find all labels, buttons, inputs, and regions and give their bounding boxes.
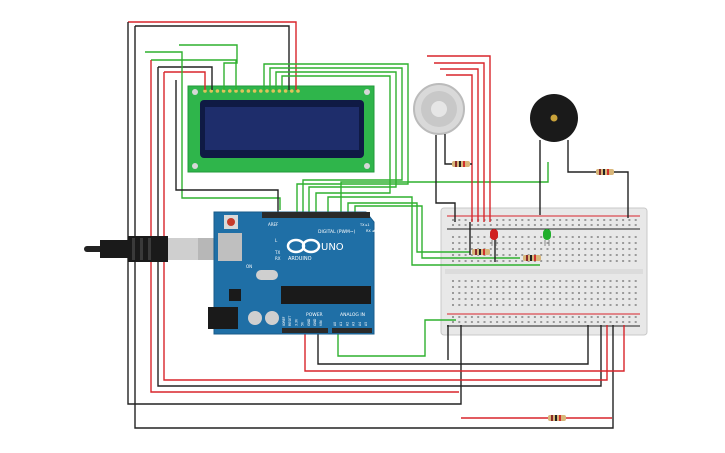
led-red[interactable] bbox=[490, 229, 498, 246]
power-pin-label: 3.3V bbox=[294, 318, 298, 326]
digital-header bbox=[262, 212, 370, 218]
analog-header bbox=[332, 328, 372, 333]
wires bbox=[127, 21, 629, 429]
piezo-buzzer[interactable] bbox=[530, 94, 578, 142]
resistor-bottom[interactable] bbox=[548, 415, 566, 421]
power-pin-label: RESET bbox=[288, 316, 292, 326]
tx-label: TX bbox=[274, 250, 280, 255]
power-pin-label: GND bbox=[313, 318, 317, 326]
arduino-logo-icon bbox=[286, 238, 321, 254]
resistor-led-red[interactable] bbox=[472, 249, 490, 255]
led-green[interactable] bbox=[543, 229, 551, 246]
power-pin-label: GND bbox=[307, 318, 311, 326]
usb-cable[interactable] bbox=[84, 236, 218, 262]
arduino-uno-board[interactable]: UNO ARDUINO DIGITAL (PWM~) AREF TX RX L … bbox=[208, 211, 376, 335]
on-label: ON bbox=[246, 264, 252, 269]
usb-port bbox=[218, 233, 242, 261]
microcontroller-chip bbox=[281, 286, 371, 304]
resistor-buzzer[interactable] bbox=[596, 169, 614, 175]
breadboard-holes bbox=[452, 219, 637, 323]
lcd-pin-header bbox=[203, 89, 300, 93]
analog-pin-label: A2 bbox=[345, 322, 349, 326]
board-brand: ARDUINO bbox=[288, 256, 312, 262]
power-label: POWER bbox=[306, 312, 323, 318]
aref-label: AREF bbox=[268, 222, 279, 227]
resistor-sensor[interactable] bbox=[452, 161, 470, 167]
digital-label: DIGITAL (PWM~) bbox=[318, 229, 356, 235]
board-name: UNO bbox=[321, 242, 344, 253]
power-pin-label: 5V bbox=[301, 321, 305, 326]
rx-label: RX bbox=[275, 256, 281, 261]
l-label: L bbox=[275, 238, 278, 243]
analog-label: ANALOG IN bbox=[340, 312, 365, 318]
analog-pin-label: A1 bbox=[339, 322, 343, 326]
breadboard[interactable] bbox=[440, 207, 648, 336]
analog-pin-label: A4 bbox=[358, 322, 362, 326]
lcd-display[interactable] bbox=[187, 85, 375, 173]
analog-pin-label: A0 bbox=[333, 322, 337, 326]
tx-pin-label: TX ▸1 bbox=[359, 223, 370, 227]
analog-pin-label: A3 bbox=[352, 322, 356, 326]
resistors bbox=[452, 161, 614, 421]
rx-pin-label: RX ◂0 bbox=[366, 229, 376, 233]
power-pin-label: VIN bbox=[319, 320, 323, 326]
resistor-led-green[interactable] bbox=[523, 255, 541, 261]
analog-pin-label: A5 bbox=[364, 322, 368, 326]
power-header bbox=[282, 328, 328, 333]
gas-sensor[interactable] bbox=[413, 83, 465, 135]
power-pin-label: IOREF bbox=[282, 316, 286, 326]
power-jack bbox=[208, 307, 238, 329]
